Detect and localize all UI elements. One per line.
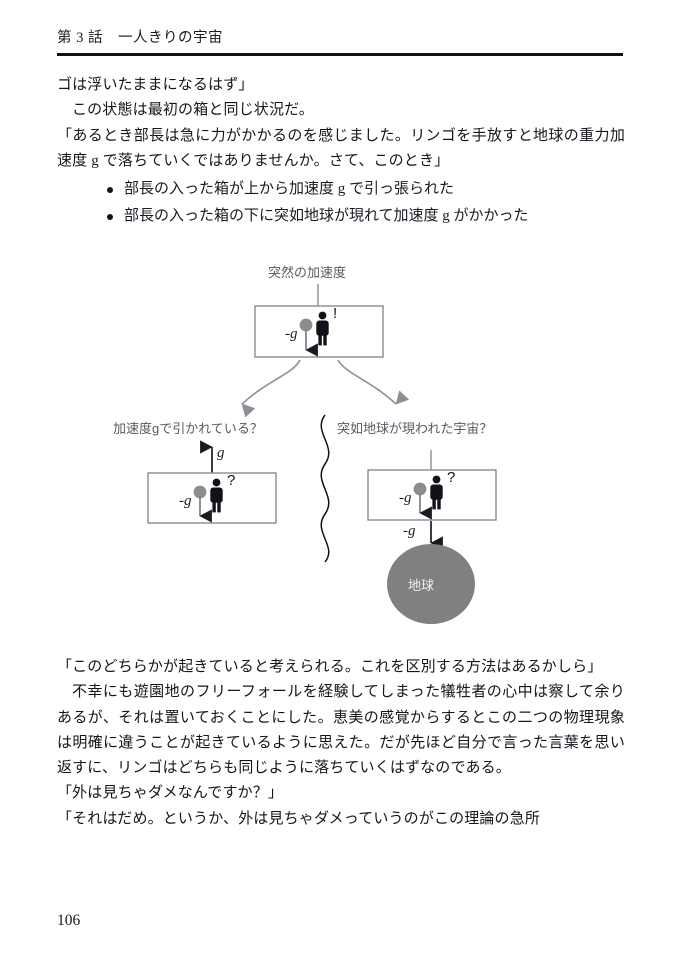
body-text-bottom: 「このどちらかが起きていると考えられる。これを区別する方法はあるかしら」 不幸に…: [57, 655, 625, 832]
right-box-frame: [367, 469, 497, 521]
earth-label: 地球: [408, 578, 435, 593]
right-box-ball: [413, 482, 427, 496]
right-box-external-arrow-label: -g: [403, 523, 416, 539]
left-box-person-icon: [210, 478, 223, 513]
body-text-top: ゴは浮いたままになるはず」 この状態は最初の箱と同じ状況だ。 「あるとき部長は急…: [57, 73, 625, 174]
left-box-ball-label: -g: [179, 493, 192, 509]
paragraph-top-3: 「あるとき部長は急に力がかかるのを感じました。リンゴを手放すと地球の重力加速度 …: [57, 127, 625, 169]
physics-diagram: 突然の加速度 加速度gで引かれている？ 突如地球が現われた宇宙？ 地球 -g !…: [0, 240, 678, 640]
figure-label-top: 突然の加速度: [268, 265, 347, 280]
top-box-ball: [299, 318, 313, 332]
figure-label-left: 加速度gで引かれている？: [113, 421, 263, 436]
list-item: 部長の入った箱の下に突如地球が現れて加速度 g がかかった: [57, 203, 625, 230]
page-header: 第 3 話 一人きりの宇宙: [57, 26, 623, 47]
bullet-list: 部長の入った箱が上から加速度 g で引っ張られた 部長の入った箱の下に突如地球が…: [57, 176, 625, 230]
left-box-person-mark: ?: [227, 472, 236, 489]
paragraph-bottom-3: 「外は見ちゃダメなんですか？」: [57, 785, 284, 802]
header-divider-rule: [57, 53, 623, 56]
left-box-ball: [193, 485, 207, 499]
page-number: 106: [57, 912, 81, 929]
branch-arrow-left: [241, 359, 301, 418]
right-box-person-mark: ?: [447, 469, 456, 486]
top-box-person-mark: !: [333, 305, 338, 322]
diagram-canvas: [147, 284, 497, 624]
left-box-frame: [147, 472, 277, 524]
paragraph-bottom-2: 不幸にも遊園地のフリーフォールを経験してしまった犠牲者の心中は察して余りあるが、…: [57, 684, 625, 777]
top-box-ball-label: -g: [285, 326, 298, 342]
top-box-frame: [254, 305, 384, 358]
branch-arrow-right: [337, 359, 410, 405]
figure-label-right: 突如地球が現われた宇宙？: [337, 421, 493, 436]
paragraph-top-2: この状態は最初の箱と同じ状況だ。: [72, 102, 314, 119]
left-box-external-arrow-label: g: [217, 445, 225, 461]
list-item: 部長の入った箱が上から加速度 g で引っ張られた: [57, 176, 625, 203]
chapter-title: 第 3 話 一人きりの宇宙: [57, 30, 223, 46]
paragraph-top-1: ゴは浮いたままになるはず」: [57, 77, 254, 93]
right-box-person-icon: [430, 475, 443, 510]
top-box-person-icon: [316, 311, 329, 346]
earth-circle: [387, 544, 475, 624]
wavy-divider: [320, 414, 330, 563]
paragraph-bottom-1: 「このどちらかが起きていると考えられる。これを区別する方法はあるかしら」: [57, 659, 603, 675]
right-box-ball-label: -g: [399, 490, 412, 506]
paragraph-bottom-4: 「それはだめ。というか、外は見ちゃダメっていうのがこの理論の急所: [57, 810, 541, 827]
